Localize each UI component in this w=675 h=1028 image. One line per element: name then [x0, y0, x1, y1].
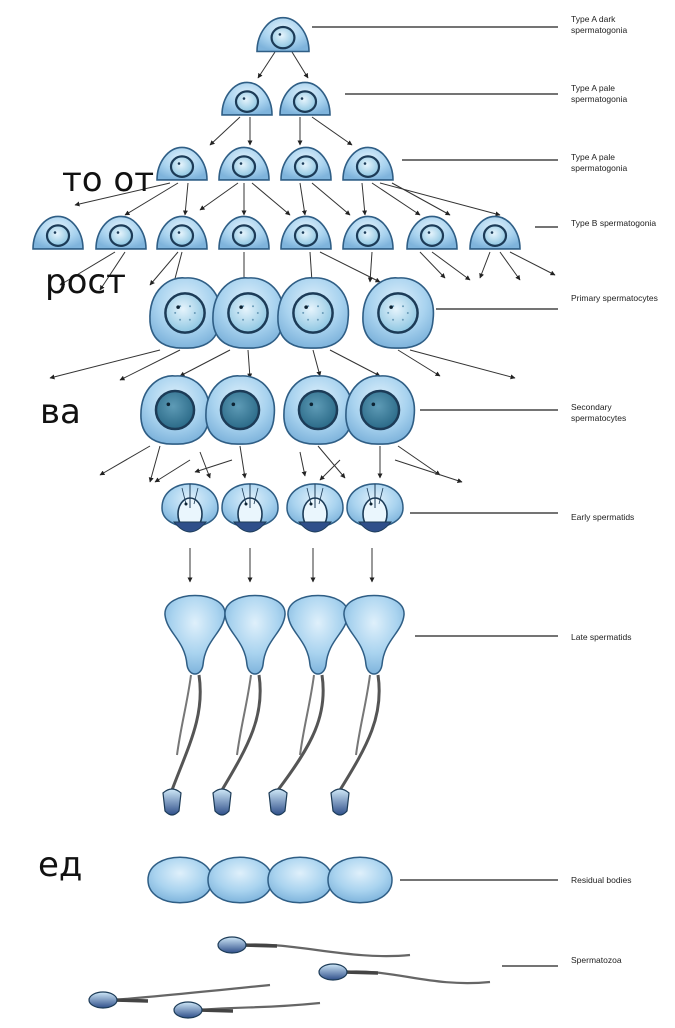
- cell-secondary-spermatocyte-1: [141, 376, 209, 444]
- cell-type-a-dark: [257, 18, 309, 52]
- arrow-r5-3: [248, 350, 250, 378]
- background-text-4: ед: [38, 845, 82, 885]
- arrow-r5-0: [50, 350, 160, 378]
- arrow-r1-2: [292, 52, 308, 78]
- cell-type-a-pale-r3-4: [343, 147, 393, 180]
- arrow-r6-3: [240, 446, 245, 478]
- arrow-r6-2: [200, 452, 210, 478]
- arrow-r5-2: [180, 350, 230, 376]
- arrow-r3-6: [300, 183, 305, 215]
- arrow-r4-12: [510, 252, 555, 275]
- cell-type-b-8: [470, 216, 520, 249]
- cell-type-b-4: [219, 216, 269, 249]
- arrow-r3-8: [362, 183, 365, 215]
- arrow-r6-10: [195, 460, 232, 472]
- cell-primary-spermatocyte-3: [278, 278, 349, 348]
- cell-type-a-pale-r3-3: [281, 147, 331, 180]
- arrow-r6-11: [320, 460, 340, 480]
- cell-early-spermatid-2: [222, 484, 278, 532]
- label-late-spermatids: Late spermatids: [571, 632, 671, 643]
- cell-primary-spermatocyte-4: [363, 278, 434, 348]
- cell-type-a-pale-r2-2: [280, 82, 330, 115]
- cell-type-b-5: [281, 216, 331, 249]
- label-type-b-spermatogonia: Type B spermatogonia: [571, 218, 666, 229]
- cell-type-b-3: [157, 216, 207, 249]
- arrow-r5-6: [410, 350, 515, 378]
- label-early-spermatids: Early spermatids: [571, 512, 671, 523]
- background-text-1: то от: [62, 160, 154, 200]
- arrow-r6-9: [155, 460, 190, 482]
- residual-body-4: [328, 857, 392, 903]
- arrow-r3-10: [380, 183, 500, 215]
- arrow-r4-8: [420, 252, 445, 278]
- label-type-a-dark-spermatogonia: Type A dark spermatogonia: [571, 14, 661, 36]
- cell-early-spermatid-1: [162, 484, 218, 532]
- label-residual-bodies: Residual bodies: [571, 875, 671, 886]
- arrow-r4-10: [480, 252, 490, 278]
- arrow-r2-0: [210, 117, 240, 145]
- background-text-3: ва: [40, 392, 81, 432]
- cell-late-spermatid-2: [213, 596, 285, 816]
- label-secondary-spermatocytes: Secondary spermatocytes: [571, 402, 661, 424]
- arrow-r6-7: [398, 446, 440, 475]
- arrow-r5-5: [330, 350, 380, 376]
- arrow-r3-9: [372, 183, 420, 215]
- arrow-r6-0: [100, 446, 150, 475]
- arrow-r2-3: [312, 117, 352, 145]
- residual-bodies: [148, 857, 392, 903]
- cell-type-b-2: [96, 216, 146, 249]
- arrow-r5-7: [398, 350, 440, 376]
- arrow-r3-5: [252, 183, 290, 215]
- cell-secondary-spermatocyte-3: [284, 376, 352, 444]
- arrow-r5-4: [313, 350, 320, 376]
- arrow-r6-4: [300, 452, 305, 476]
- cell-primary-spermatocyte-1: [150, 278, 221, 348]
- background-text-2: рост: [45, 262, 126, 302]
- residual-body-2: [208, 857, 272, 903]
- cell-type-a-pale-r3-1: [157, 147, 207, 180]
- arrow-r3-7: [312, 183, 350, 215]
- residual-body-3: [268, 857, 332, 903]
- label-type-a-pale-spermatogonia-2: Type A pale spermatogonia: [571, 152, 661, 174]
- cell-type-a-pale-r2-1: [222, 82, 272, 115]
- arrow-r4-9: [432, 252, 470, 280]
- cell-late-spermatid-1: [163, 596, 225, 816]
- cell-type-b-7: [407, 216, 457, 249]
- cell-secondary-spermatocyte-2: [206, 376, 274, 444]
- residual-body-1: [148, 857, 212, 903]
- cell-type-b-1: [33, 216, 83, 249]
- label-spermatozoa: Spermatozoa: [571, 955, 671, 966]
- cell-type-a-pale-r3-2: [219, 147, 269, 180]
- spermatozoon-1: [218, 937, 410, 956]
- spermatozoon-2: [319, 964, 490, 983]
- arrow-r6-5: [318, 446, 345, 478]
- cell-early-spermatid-4: [347, 484, 403, 532]
- cell-primary-spermatocyte-2: [213, 278, 284, 348]
- arrow-r6-8: [395, 460, 462, 482]
- spermatozoon-4: [174, 1002, 320, 1018]
- arrow-r3-3: [200, 183, 238, 210]
- label-primary-spermatocytes: Primary spermatocytes: [571, 293, 661, 304]
- arrow-r1-1: [258, 52, 275, 78]
- cell-early-spermatid-3: [287, 484, 343, 532]
- label-type-a-pale-spermatogonia-1: Type A pale spermatogonia: [571, 83, 661, 105]
- arrow-r6-1: [150, 446, 160, 482]
- cell-secondary-spermatocyte-4: [346, 376, 414, 444]
- arrow-r3-2: [185, 183, 188, 215]
- arrow-r4-11: [500, 252, 520, 280]
- cell-type-b-6: [343, 216, 393, 249]
